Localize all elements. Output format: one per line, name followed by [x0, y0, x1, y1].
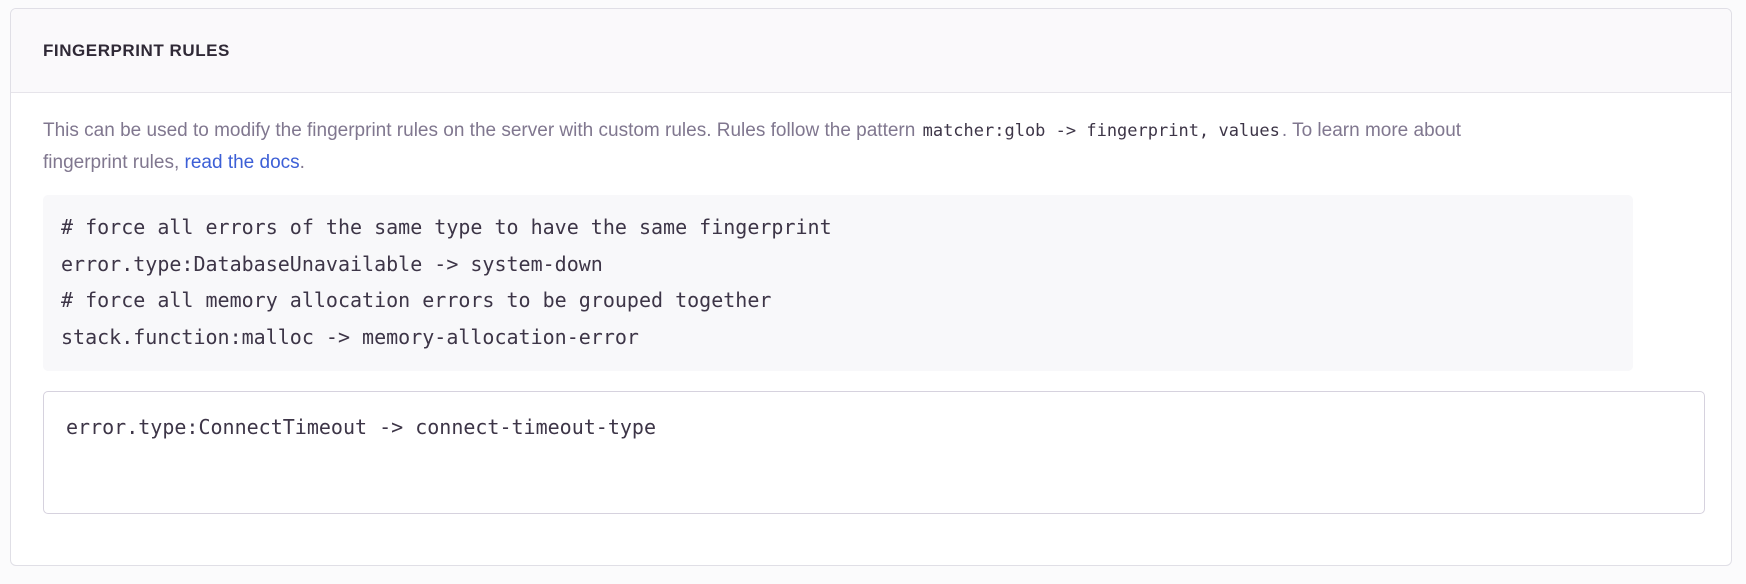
description-part-1: This can be used to modify the fingerpri… [43, 120, 921, 141]
read-the-docs-link[interactable]: read the docs [184, 152, 300, 173]
panel-header: FINGERPRINT RULES [11, 9, 1731, 93]
description-text: This can be used to modify the fingerpri… [43, 115, 1543, 179]
code-line: # force all errors of the same type to h… [61, 215, 832, 239]
inline-code-values: values [1218, 121, 1280, 141]
fingerprint-rules-input[interactable] [43, 391, 1705, 514]
inline-code-pattern: matcher:glob -> fingerprint, [922, 121, 1210, 141]
fingerprint-rules-panel: FINGERPRINT RULES This can be used to mo… [10, 8, 1732, 566]
code-line: stack.function:malloc -> memory-allocati… [61, 324, 639, 349]
description-part-2: . To learn more about fingerprint rules, [43, 120, 1462, 173]
description-part-3: . [299, 152, 305, 173]
code-line: error.type:DatabaseUnavailable -> system… [61, 251, 603, 276]
panel-body: This can be used to modify the fingerpri… [11, 93, 1731, 514]
code-example-block: # force all errors of the same type to h… [43, 195, 1633, 371]
code-line: # force all memory allocation errors to … [61, 288, 772, 312]
page-title: FINGERPRINT RULES [43, 40, 230, 60]
